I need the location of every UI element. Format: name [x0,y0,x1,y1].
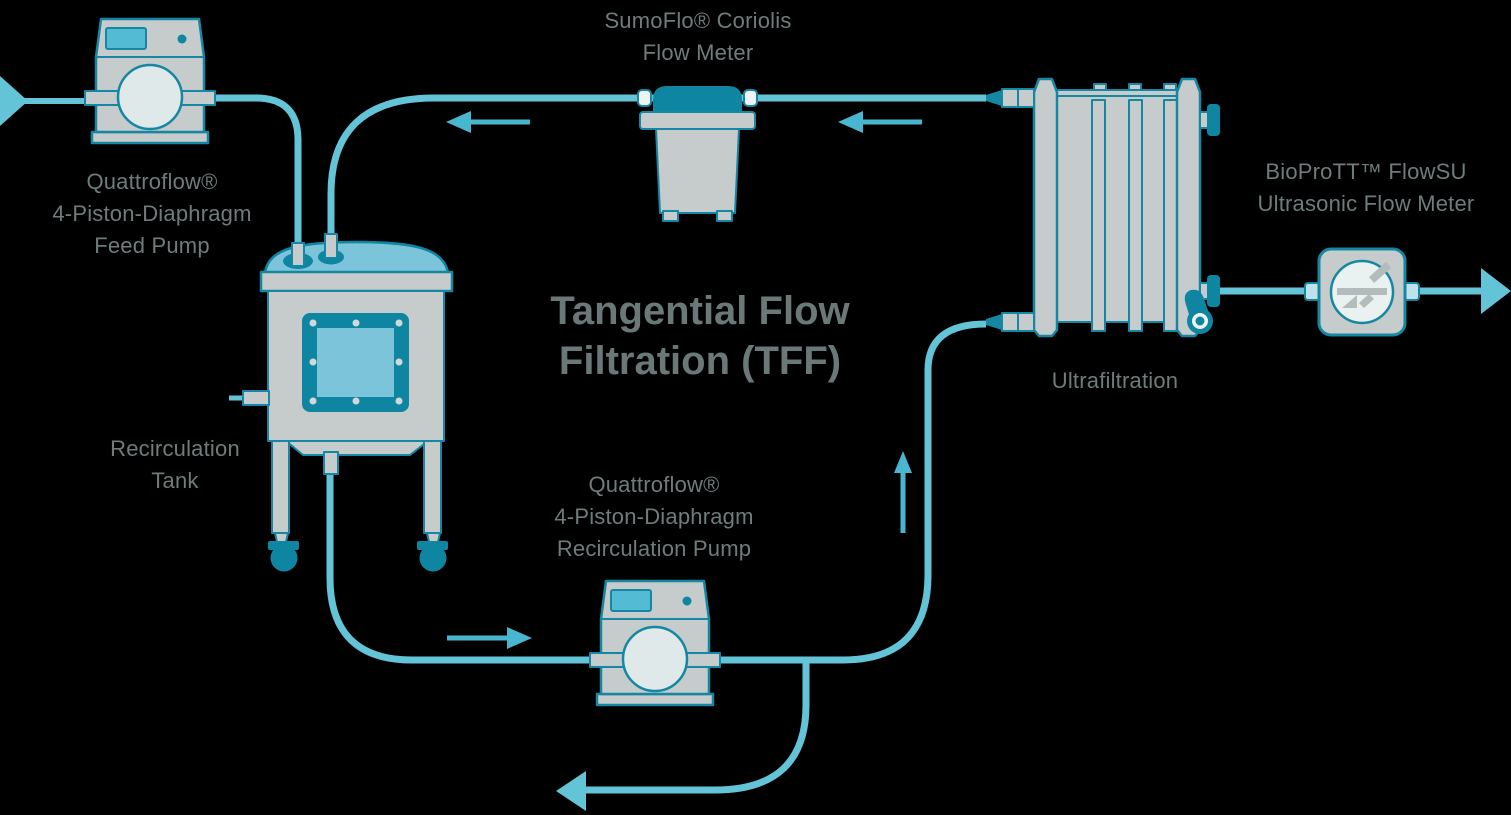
tank-cone [285,440,429,456]
uf-permeate-flange-bottom [1207,275,1220,307]
outlet-arrow-icon [1481,268,1511,314]
uf-return-fitting [1017,312,1035,332]
recirculation-pump-label: Quattroflow® 4-Piston-Diaphragm Recircul… [504,469,804,565]
uf-cassette-rib [1128,99,1143,332]
recirculation-pump-icon [588,579,722,707]
uf-inlet-fitting [1017,88,1035,108]
coriolis-flow-meter-icon [637,86,758,222]
recirculation-tank-label: Recirculation Tank [25,433,325,497]
recirculation-tank-icon [229,233,454,572]
caster-wheel-icon [270,544,298,572]
label-line: Ultrafiltration [1051,368,1179,393]
ultrasonic-meter-label: BioProTT™ FlowSU Ultrasonic Flow Meter [1191,156,1511,220]
sample-port [242,390,270,406]
label-line: Feed Pump [94,233,210,258]
label-line: SumoFlo® Coriolis [604,8,792,33]
meter-union [637,89,652,107]
label-line: 4-Piston-Diaphragm [554,504,754,529]
uf-return-taper [986,314,1002,330]
drain-branch-pipe [586,660,810,794]
tank-port-fitting [324,233,338,259]
label-line: Flow Meter [642,40,754,65]
feed-pump-icon [83,17,217,145]
sight-glass-bolts [309,319,403,405]
title-line: Filtration (TFF) [558,339,842,383]
feed-pump-to-tank-pipe [204,94,302,246]
flow-arrow-icon [894,451,912,473]
transducer [1359,294,1374,308]
meter-foot [716,210,733,222]
transducer [1369,262,1391,283]
tank-dome [263,240,450,275]
leg-foot [426,532,441,543]
title-line: Tangential Flow [550,289,850,333]
flow-arrow-icon [446,111,471,133]
tank-leg [423,440,442,534]
label-line: Quattroflow® [588,472,720,497]
ultrafiltration-label: Ultrafiltration [965,365,1265,397]
uf-return-fitting [1001,312,1019,332]
tank-lid [259,270,454,293]
label-line: Recirculation [110,436,240,461]
uf-end-plate-left [1032,77,1059,338]
uf-end-plate-right [1175,77,1202,338]
uf-cassette-rib [1091,99,1106,332]
tank-to-recirculation-pipe [326,320,987,664]
piping [0,76,1511,811]
flow-arrows [446,111,922,649]
uf-cassette-rib [1163,99,1178,332]
label-line: 4-Piston-Diaphragm [52,201,252,226]
uf-permeate-stub [1199,111,1209,129]
label-line: Recirculation Pump [556,536,752,561]
uf-inlet-taper [986,90,1002,106]
meter-body [655,128,740,214]
sight-glass-window [317,328,394,397]
flow-arrow-icon [507,627,532,649]
tank-to-ultrafiltration-pipe [327,94,986,240]
label-line: Quattroflow® [86,169,218,194]
label-line: Ultrasonic Flow Meter [1257,191,1475,216]
flow-channel [1337,288,1387,295]
tank-port-fitting [291,242,305,267]
leg-foot [274,532,289,543]
inlet-arrow-icon [0,76,28,126]
flow-arrow-icon [838,111,863,133]
drain-fitting [323,451,339,475]
caster-wheel-icon [419,544,447,572]
meter-collar [639,111,756,130]
label-line: BioProTT™ FlowSU [1265,159,1467,184]
meter-union [743,89,758,107]
ultrafiltration-unit-icon [986,77,1220,338]
label-line: Tank [151,468,199,493]
drain-arrow-icon [556,771,586,811]
uf-inlet-fitting [1001,88,1019,108]
transducer [1342,295,1357,308]
uf-cassette-stack [1056,95,1178,323]
ultrasonic-flow-meter-icon [1304,247,1420,337]
feed-pump-label: Quattroflow® 4-Piston-Diaphragm Feed Pum… [2,166,302,262]
uf-permeate-flange-top [1207,104,1220,136]
diagram-title: Tangential Flow Filtration (TFF) [450,286,950,386]
meter-foot [662,210,679,222]
meter-cap [653,86,742,112]
coriolis-meter-label: SumoFlo® Coriolis Flow Meter [548,5,848,69]
